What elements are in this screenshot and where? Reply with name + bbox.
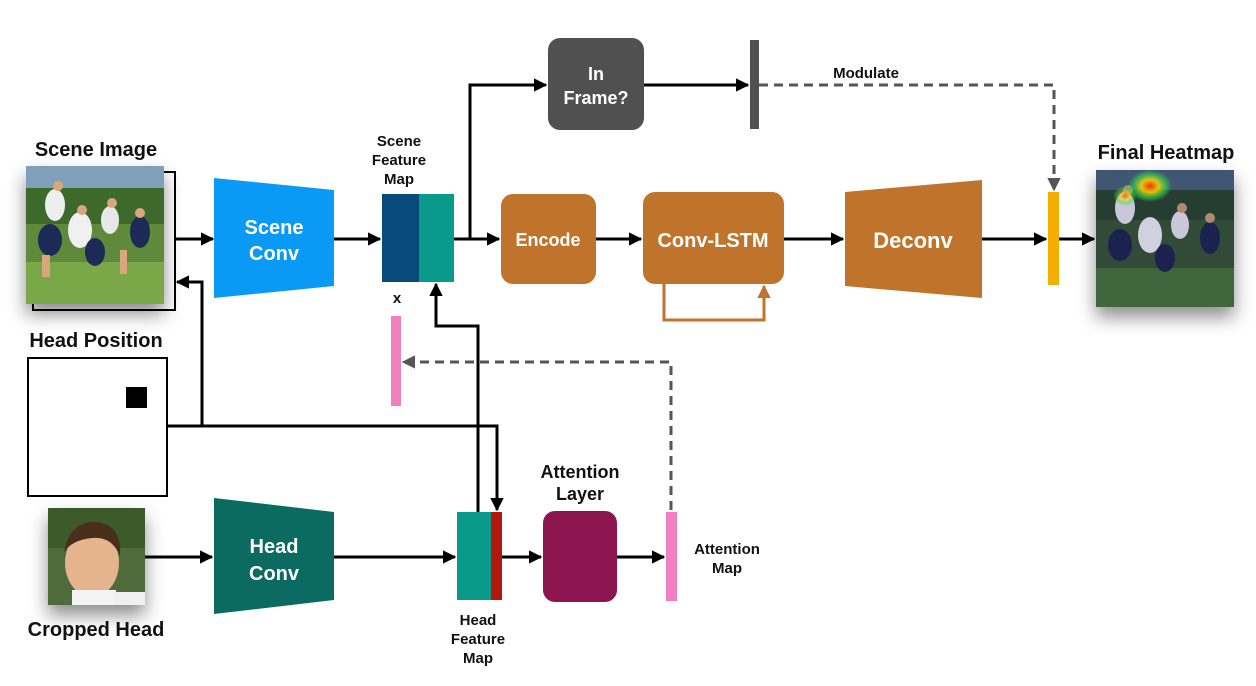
head-conv-label-line2: Conv bbox=[249, 563, 300, 585]
multiply-symbol: x bbox=[393, 290, 402, 307]
dashed-connectors bbox=[401, 83, 1061, 510]
scene-image bbox=[26, 166, 176, 311]
attention-map-label-line2: Map bbox=[712, 560, 742, 577]
head-feature-map-label-line3: Map bbox=[463, 650, 493, 667]
final-heatmap-label: Final Heatmap bbox=[1098, 142, 1235, 164]
head-conv-label-line1: Head bbox=[250, 536, 299, 558]
in-frame-block: In Frame? bbox=[548, 38, 644, 130]
solid-connectors bbox=[145, 78, 1096, 564]
arrow-feature-to-in-frame bbox=[462, 78, 548, 241]
cropped-head-label: Cropped Head bbox=[28, 619, 165, 641]
attention-map-label-line1: Attention bbox=[694, 541, 760, 558]
modulate-label: Modulate bbox=[833, 65, 899, 82]
attention-map-bar bbox=[666, 512, 677, 601]
arrow-head-feature-to-scene-feature bbox=[429, 282, 480, 512]
attention-layer-block bbox=[543, 511, 617, 602]
attention-mask-bar bbox=[391, 316, 401, 406]
head-position-label: Head Position bbox=[29, 330, 162, 352]
dashed-arrow-modulate bbox=[759, 83, 1061, 192]
encode-label: Encode bbox=[515, 230, 580, 250]
scene-feature-map-label-line3: Map bbox=[384, 171, 414, 188]
encode-block: Encode bbox=[501, 194, 596, 284]
arrow-head-position-to-scene-image bbox=[167, 275, 204, 428]
in-frame-label-line1: In bbox=[588, 64, 604, 84]
scene-conv-label-line2: Conv bbox=[249, 243, 300, 265]
scene-image-label: Scene Image bbox=[35, 139, 157, 161]
arrow-head-position-to-head-feature bbox=[202, 424, 504, 512]
scene-feature-map-label-line1: Scene bbox=[377, 133, 421, 150]
scene-conv-label-line1: Scene bbox=[245, 217, 304, 239]
head-feature-map-label-line1: Head bbox=[460, 612, 497, 629]
gaze-heat-blob bbox=[1128, 170, 1172, 202]
dashed-arrow-attention-map-to-mask bbox=[401, 355, 673, 510]
in-frame-label-line2: Frame? bbox=[563, 88, 628, 108]
scene-feature-map-label-line2: Feature bbox=[372, 152, 426, 169]
head-position-grid-icon bbox=[27, 357, 168, 497]
cropped-head-photo-icon bbox=[48, 508, 145, 605]
conv-lstm-block: Conv-LSTM bbox=[643, 192, 784, 284]
deconv-label: Deconv bbox=[873, 228, 953, 253]
scene-feature-map bbox=[382, 194, 454, 282]
head-feature-map-label-line2: Feature bbox=[451, 631, 505, 648]
deconv-block: Deconv bbox=[845, 180, 982, 298]
final-modulated-bar bbox=[1048, 192, 1059, 285]
head-conv-block: Head Conv bbox=[214, 498, 334, 614]
in-frame-output-bar bbox=[750, 40, 759, 129]
attention-layer-label-line2: Layer bbox=[556, 484, 604, 504]
scene-photo-icon bbox=[26, 166, 164, 304]
conv-lstm-recurrent-loop bbox=[662, 284, 771, 322]
scene-conv-block: Scene Conv bbox=[214, 178, 334, 298]
attention-layer-label-line1: Attention bbox=[541, 462, 620, 482]
final-heatmap-photo-icon bbox=[1096, 170, 1234, 307]
conv-lstm-label: Conv-LSTM bbox=[657, 230, 768, 252]
head-feature-map bbox=[457, 512, 502, 600]
